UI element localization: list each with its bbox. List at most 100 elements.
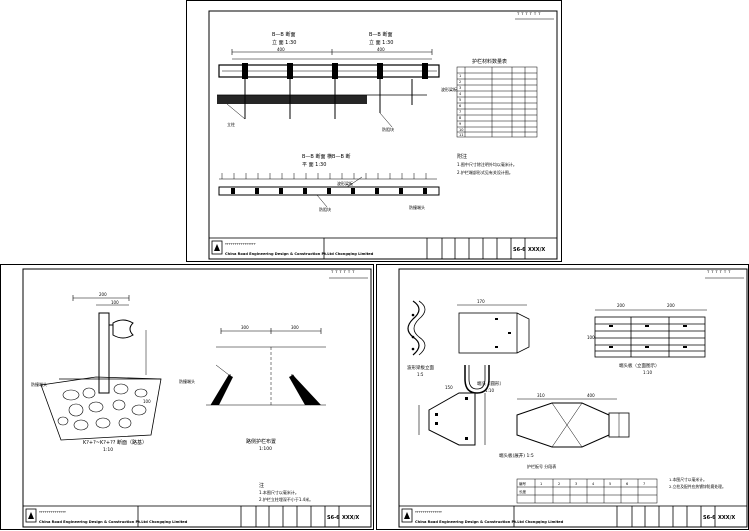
title-block (398, 505, 748, 528)
layout-dim-1: 300 (241, 325, 249, 330)
plan-beam (218, 186, 440, 196)
beam-profile (112, 319, 134, 339)
bigplate-dim-1: 200 (617, 303, 625, 308)
table-head-2: 1 (540, 482, 542, 486)
plan-end-callout: 防撞端头 (409, 204, 425, 210)
table-row-11: 11 (459, 133, 463, 137)
company-logo (25, 508, 37, 523)
block-callout: 防阻块 (382, 126, 394, 132)
table-row-4: 4 (459, 92, 462, 96)
hook-label: 端头（圆形） (477, 380, 504, 387)
end-hook (464, 365, 490, 394)
w-beam-profile (407, 300, 420, 356)
title-block (22, 505, 372, 528)
table-row-2: 2 (459, 80, 461, 84)
section-label: K?+?~K?+?? 断面（路基） (83, 439, 147, 446)
dim-170: 170 (477, 299, 485, 304)
end-trapezoid (428, 392, 476, 446)
plan-annotation-1: 波形梁板 (337, 180, 353, 186)
corner-tag: ᵀ ᵀ ᵀ ᵀ ᵀ ᵀ (330, 270, 355, 277)
company-name-en: China Road Engineering Design & Construc… (39, 520, 188, 524)
dim-310: 310 (537, 393, 545, 398)
company-name-cn: ᵀᵀᵀᵀᵀᵀᵀᵀᵀᵀᵀᵀᵀᵀ (414, 511, 442, 517)
plate-label: 端头板（立面图示） (619, 362, 660, 369)
table-row-7: 7 (459, 110, 461, 114)
layout-callout: 防撞端头 (179, 378, 195, 384)
plate-panel (594, 316, 706, 358)
table-head-5: 4 (592, 482, 595, 486)
bigplate-dim-3: 100 (587, 335, 595, 340)
note-2: 2.护栏立柱埋深不小于1.4米。 (259, 496, 313, 502)
sheet-top-canvas: ᵀ ᵀ ᵀ ᵀ ᵀ ᵀ B—B 断面 立 面 1:30 B—B 断面 立 面 1… (208, 10, 558, 260)
table-row-10: 10 (459, 128, 463, 132)
section-scale: 1:10 (103, 447, 113, 453)
sheet-right-canvas: ᵀ ᵀ ᵀ ᵀ ᵀ ᵀ 波形梁板立面 1:5 170 端头（圆形） 1:10 2… (398, 268, 748, 528)
drawing-number: S6-6 (513, 247, 526, 253)
table-row-1: 1 (459, 74, 461, 78)
bigplate-dim-2: 200 (667, 303, 675, 308)
depth-callout: 100 (143, 399, 151, 404)
table-head-8: 7 (643, 482, 645, 486)
note-1: 1.图中尺寸除注明外均以毫米计。 (457, 161, 517, 167)
title-block (208, 237, 558, 260)
table-head-3: 2 (558, 482, 560, 486)
drawing-sheet-right[interactable]: ᵀ ᵀ ᵀ ᵀ ᵀ ᵀ 波形梁板立面 1:5 170 端头（圆形） 1:10 2… (376, 264, 749, 530)
plate-scale: 1:10 (643, 370, 652, 375)
layout-dim-2: 300 (291, 325, 299, 330)
table-head-4: 3 (575, 482, 577, 486)
dim-top-1: 400 (277, 47, 285, 52)
table-head-7: 6 (626, 482, 628, 486)
notes-title: 附注 (457, 153, 467, 160)
post-callout: 立柱 (227, 121, 235, 127)
view-label-2: B—B 断面 (369, 31, 392, 38)
table-head-0: 编号 (519, 481, 527, 486)
table-row-8: 8 (459, 116, 461, 120)
view-scale-1: 立 面 1:30 (272, 39, 296, 46)
drawing-sheet-top[interactable]: ᵀ ᵀ ᵀ ᵀ ᵀ ᵀ B—B 断面 立 面 1:30 B—B 断面 立 面 1… (186, 0, 562, 262)
corner-tag: ᵀ ᵀ ᵀ ᵀ ᵀ ᵀ (516, 12, 541, 19)
table-row-5: 5 (459, 98, 461, 102)
layout-label: 路侧护栏布置 (246, 438, 276, 445)
plan-label: B—B 断面 横B—B 断 (302, 153, 351, 160)
layout-scale: 1:100 (259, 446, 272, 452)
left-slope (211, 375, 233, 405)
segment-table (516, 478, 658, 504)
table-head-6: 5 (609, 482, 611, 486)
table-title: 护栏板号 分段表 (527, 463, 556, 469)
sheet-number: XXX/X (528, 247, 545, 253)
company-logo (211, 240, 223, 255)
table-row-3: 3 (459, 86, 461, 90)
company-name-en: China Road Engineering Design & Construc… (225, 252, 374, 256)
dim-1: 200 (99, 292, 107, 297)
view-scale-2: 立 面 1:30 (369, 39, 393, 46)
drawing-number: S6-6 (703, 515, 716, 521)
hook-scale: 1:10 (485, 388, 494, 393)
end-plate (458, 312, 518, 354)
note-2: 2.立柱及配件应热镀锌防腐处理。 (669, 484, 726, 489)
dim-400: 400 (587, 393, 595, 398)
sheet-number: XXX/X (342, 515, 359, 521)
material-table (456, 66, 538, 138)
right-slope (289, 375, 321, 405)
notes-title: 注 (259, 482, 264, 489)
beam-posts (242, 63, 428, 79)
drawing-sheet-left[interactable]: ᵀ ᵀ ᵀ ᵀ ᵀ ᵀ 200 100 防撞端头 100 K?+?~K?+?? … (0, 264, 374, 530)
corner-tag: ᵀ ᵀ ᵀ ᵀ ᵀ ᵀ (706, 270, 731, 277)
table-title: 护栏材料数量表 (472, 58, 507, 65)
view-label-1: B—B 断面 (272, 31, 295, 38)
beam-callout: 波形梁板 (441, 86, 457, 92)
rock-embankment (40, 376, 162, 441)
ground-hatch (217, 95, 367, 104)
sheet-number: XXX/X (718, 515, 735, 521)
sheet-left-canvas: ᵀ ᵀ ᵀ ᵀ ᵀ ᵀ 200 100 防撞端头 100 K?+?~K?+?? … (22, 268, 372, 528)
expanded-end (516, 402, 610, 448)
end-label: 端头板(展开) 1:5 (499, 452, 534, 459)
drawing-number: S6-6 (327, 515, 340, 521)
note-2: 2.护栏端部形式见有关设计图。 (457, 169, 513, 175)
plan-ticks (221, 173, 427, 179)
company-name-en: China Road Engineering Design & Construc… (415, 520, 564, 524)
dim-2: 100 (111, 300, 119, 305)
fill-callout: 防撞端头 (31, 381, 47, 387)
company-name-cn: ᵀᵀᵀᵀᵀᵀᵀᵀᵀᵀᵀᵀᵀᵀ (38, 511, 66, 517)
table-head-1: 长度 (519, 489, 527, 494)
